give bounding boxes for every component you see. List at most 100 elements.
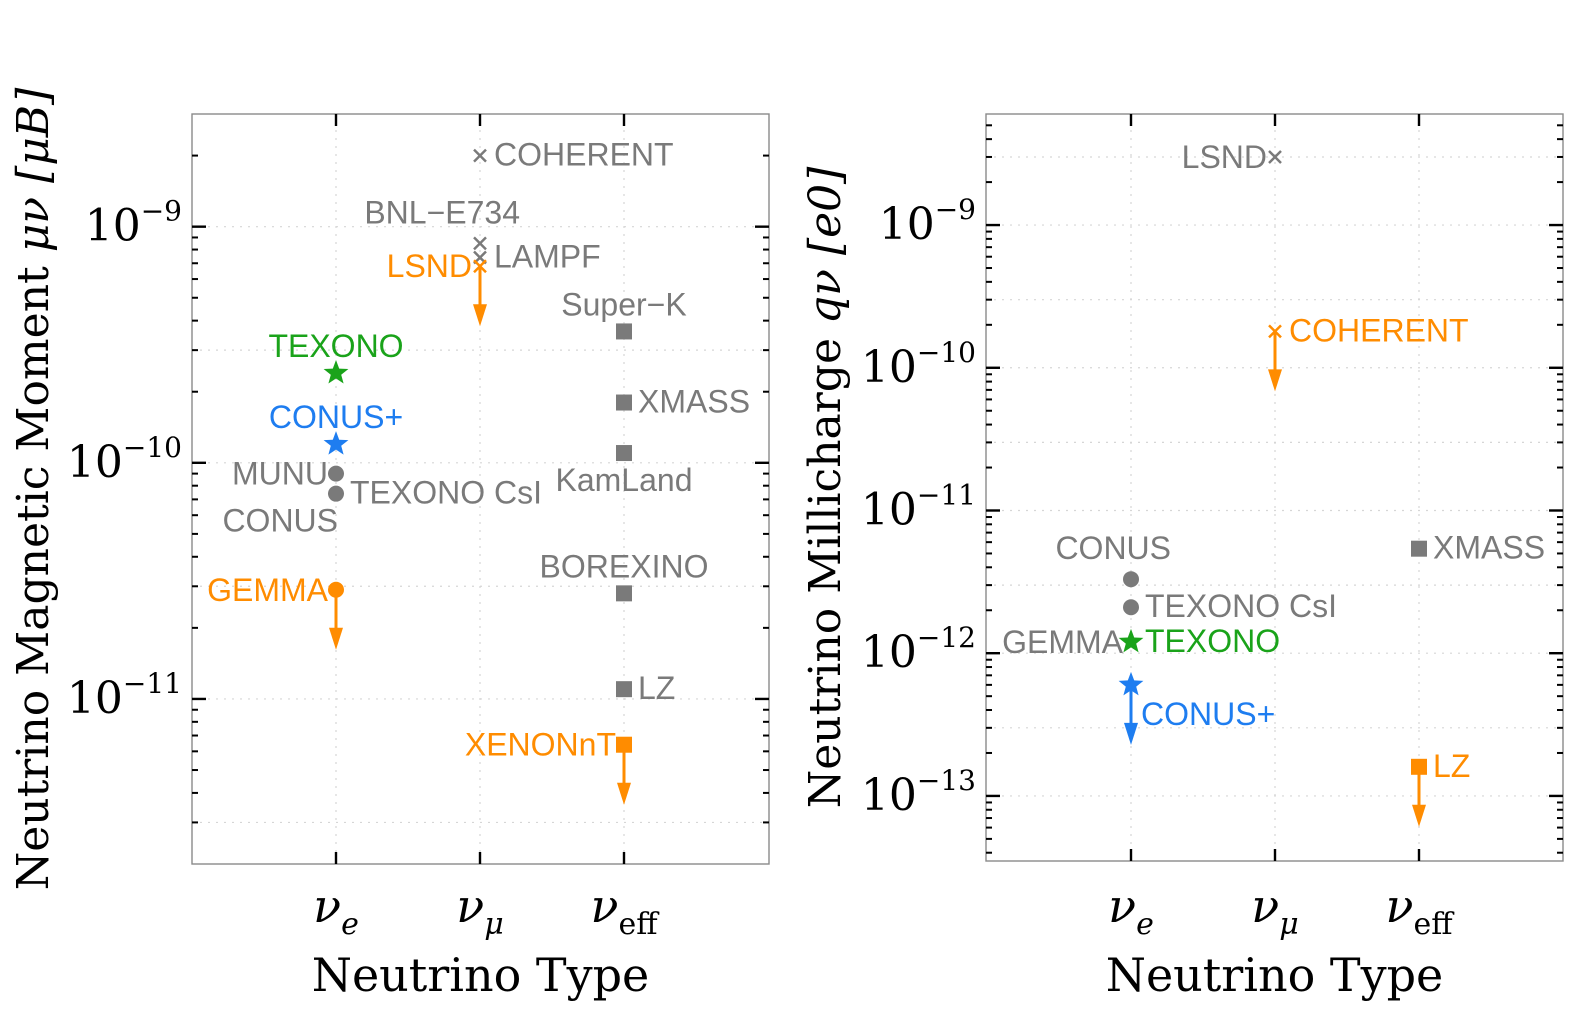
y-axis-title: Neutrino Magnetic Moment μν [μB]	[8, 87, 59, 890]
point-conus: CONUS+	[1118, 671, 1275, 745]
data-label: LSND	[387, 248, 472, 284]
point-lz: LZ	[616, 670, 675, 706]
data-label: COHERENT	[494, 137, 674, 173]
marker-star	[323, 360, 349, 384]
data-label: CONUS+	[269, 399, 403, 435]
point-conus: CONUS+	[269, 399, 403, 455]
point-gemma: GEMMA	[1002, 624, 1124, 660]
y-minor-ticks	[986, 124, 1563, 854]
marker-x	[473, 236, 487, 251]
data-label: XMASS	[1433, 530, 1545, 566]
point-kamland: KamLand	[556, 445, 693, 498]
data-label: GEMMA	[1002, 624, 1124, 660]
data-label: CONUS	[222, 503, 338, 539]
upper-limit-arrowhead	[329, 627, 343, 650]
data-label: CONUS	[1055, 530, 1171, 566]
data-label: XMASS	[638, 384, 750, 420]
x-tick-label: νμ	[1251, 879, 1298, 942]
point-texono: TEXONO	[268, 328, 404, 384]
x-tick-label: νe	[313, 879, 359, 942]
marker-x	[1268, 150, 1282, 164]
x-tick-label: νμ	[456, 879, 503, 942]
point-conus: CONUS	[1055, 530, 1171, 588]
point-conus: CONUS	[222, 503, 338, 539]
upper-limit-arrowhead	[473, 304, 487, 327]
x-tick-label: νe	[1108, 879, 1154, 942]
point-coherent: COHERENT	[1268, 312, 1469, 392]
marker-star	[1118, 671, 1144, 696]
y-axis-title: Neutrino Millicharge qν [e0]	[800, 166, 851, 808]
x-axis-title: Neutrino Type	[312, 948, 650, 1002]
marker-square	[616, 736, 632, 753]
point-gemma: GEMMA	[207, 572, 344, 650]
data-label: KamLand	[556, 462, 693, 498]
data-label: COHERENT	[1289, 312, 1469, 348]
point-texono-csi: TEXONO CsI	[328, 475, 542, 511]
marker-square	[616, 681, 632, 698]
upper-limit-arrowhead	[1412, 804, 1426, 827]
marker-circle	[328, 581, 344, 598]
y-tick-label: 10−12	[861, 621, 976, 678]
point-munu: MUNU	[232, 456, 344, 492]
data-label: LAMPF	[494, 239, 601, 275]
marker-square	[616, 323, 632, 340]
data-label: TEXONO	[268, 328, 403, 364]
point-coherent: COHERENT	[473, 137, 674, 173]
data-label: XENONnT	[465, 727, 616, 763]
point-xmass: XMASS	[616, 384, 750, 420]
marker-star	[323, 431, 349, 455]
y-tick-label: 10−10	[861, 336, 976, 393]
marker-square	[1411, 540, 1427, 557]
y-minor-ticks	[192, 154, 769, 824]
y-tick-label: 10−9	[879, 193, 976, 250]
data-label: LZ	[638, 670, 675, 706]
point-lampf: LAMPF	[473, 239, 601, 275]
upper-limit-arrowhead	[1124, 722, 1138, 745]
point-borexino: BOREXINO	[540, 548, 709, 602]
data-label: BNL−E734	[364, 194, 520, 230]
marker-x	[473, 148, 487, 163]
data-label: TEXONO CsI	[350, 475, 542, 511]
point-xenonnt: XENONnT	[465, 727, 632, 805]
data-label: TEXONO CsI	[1145, 588, 1337, 624]
x-tick-label: νeff	[1385, 879, 1455, 942]
data-label: MUNU	[232, 456, 328, 492]
marker-circle	[1123, 571, 1139, 588]
point-lz: LZ	[1411, 748, 1470, 827]
marker-square	[1411, 758, 1427, 775]
point-texono-csi: TEXONO CsI	[1123, 588, 1337, 624]
marker-x	[473, 259, 487, 274]
data-label: CONUS+	[1141, 696, 1275, 732]
data-label: TEXONO	[1145, 623, 1280, 659]
y-tick-label: 10−9	[85, 195, 182, 252]
y-tick-label: 10−13	[861, 764, 976, 821]
x-axis-title: Neutrino Type	[1106, 948, 1444, 1002]
point-lsnd: LSND	[387, 248, 487, 327]
marker-circle	[1123, 599, 1139, 616]
data-label: LZ	[1433, 748, 1470, 784]
point-lsnd: LSND	[1182, 139, 1282, 175]
marker-x	[1268, 324, 1282, 339]
marker-star	[1118, 628, 1144, 653]
data-label: GEMMA	[207, 572, 329, 608]
y-tick-label: 10−11	[861, 478, 976, 535]
marker-square	[616, 445, 632, 462]
upper-limit-arrowhead	[1268, 369, 1282, 392]
point-texono: TEXONO	[1118, 623, 1280, 659]
upper-limit-arrowhead	[617, 782, 631, 805]
point-super-k: Super−K	[561, 286, 687, 340]
y-tick-label: 10−10	[67, 431, 182, 488]
data-label: LSND	[1182, 139, 1267, 175]
point-xmass: XMASS	[1411, 530, 1545, 566]
marker-square	[616, 585, 632, 602]
data-label: BOREXINO	[540, 548, 709, 584]
grid	[986, 114, 1563, 861]
y-tick-label: 10−11	[67, 667, 182, 724]
marker-square	[616, 394, 632, 411]
marker-circle	[328, 485, 344, 502]
point-bnl-e734: BNL−E734	[364, 194, 520, 251]
x-tick-label: νeff	[590, 879, 660, 942]
data-label: Super−K	[561, 286, 686, 322]
